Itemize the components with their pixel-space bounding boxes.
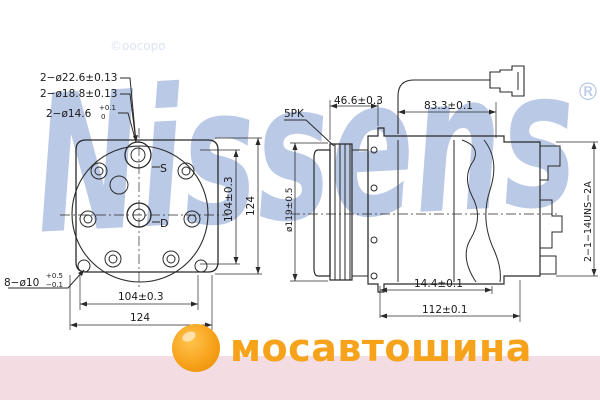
- arrow: [133, 135, 138, 142]
- pulley-dia-label: ø119±0.5: [285, 187, 295, 232]
- watermark-faint-text: ©oocopo: [110, 39, 166, 53]
- footer-band: [0, 356, 600, 400]
- side-dim-112-label: 112±0.1: [422, 304, 468, 316]
- arrow: [70, 322, 77, 328]
- arrow: [489, 109, 496, 115]
- mount-hole: [77, 259, 91, 273]
- port-d-label: D: [160, 217, 168, 230]
- front-height-inner-label: 104±0.3: [223, 176, 235, 222]
- front-body-circle: [71, 145, 209, 283]
- body-rib: [483, 139, 501, 283]
- mount-hole: [162, 250, 180, 268]
- suction-port: [124, 141, 152, 169]
- bore-label-3-tol-bottom: 0: [101, 113, 105, 121]
- mount-hole: [166, 254, 176, 264]
- boss: [109, 175, 129, 195]
- bolt: [370, 184, 378, 192]
- front-width-outer-label: 124: [130, 312, 150, 324]
- bore-label-2: 2−ø18.8±0.13: [40, 88, 117, 100]
- thread-label: 2−1−14UNS−2A: [583, 181, 594, 262]
- mount-tol-top: +0.5: [46, 272, 63, 280]
- bore-leader: [118, 112, 137, 143]
- arrow: [292, 143, 298, 150]
- mount-hole: [94, 166, 104, 176]
- side-dim-46-label: 46.6±0.3: [334, 95, 383, 107]
- mount-hole: [177, 162, 195, 180]
- port-s-label: S: [160, 162, 167, 175]
- arrow: [255, 267, 261, 274]
- front-width-inner-label: 104±0.3: [118, 291, 164, 303]
- watermark-brand: Nissens: [30, 28, 581, 277]
- mount-hole: [90, 162, 108, 180]
- bore-leader: [120, 77, 137, 143]
- side-dim-83-label: 83.3±0.1: [424, 100, 473, 112]
- mount-hole: [183, 210, 201, 228]
- bolt: [370, 236, 378, 244]
- front-height-outer-label: 124: [245, 196, 257, 216]
- bore-label-3: 2−ø14.6: [46, 108, 92, 120]
- arrow: [191, 301, 198, 307]
- arrow: [485, 287, 492, 293]
- pk-leader: [284, 119, 335, 147]
- arrow: [398, 109, 405, 115]
- arrow: [513, 313, 520, 319]
- body-section: [397, 139, 478, 283]
- mount-hole: [79, 210, 97, 228]
- mount-label: 8−ø10: [4, 277, 39, 289]
- pulley-type-label: 5PK: [284, 108, 305, 120]
- arrow: [591, 142, 597, 149]
- watermark-registered-mark: ®: [576, 78, 600, 106]
- bore-leader: [120, 93, 137, 143]
- arrow: [78, 270, 84, 276]
- mount-hole: [104, 250, 122, 268]
- mount-leader: [8, 269, 85, 289]
- mount-hole: [181, 166, 191, 176]
- clutch-wire: [397, 79, 490, 134]
- side-dim-14-label: 14.4±0.1: [414, 278, 463, 290]
- mount-hole: [108, 254, 118, 264]
- mount-hole: [194, 259, 208, 273]
- arrow: [233, 150, 239, 157]
- head-fittings: [540, 145, 563, 275]
- front-body-outline: [75, 139, 219, 273]
- bolt: [370, 272, 378, 280]
- arrow: [380, 313, 387, 319]
- logo-circle-icon: [172, 324, 220, 372]
- arrow: [80, 301, 87, 307]
- store-logo: мосавтошина: [172, 323, 532, 373]
- arrow: [255, 138, 261, 145]
- bolt: [370, 146, 378, 154]
- arrow: [380, 287, 387, 293]
- logo-wordmark: мосавтошина: [230, 326, 532, 370]
- bore-label-3-tol-top: +0.1: [99, 104, 116, 112]
- connector: [489, 65, 525, 97]
- arrow: [330, 103, 337, 109]
- arrow: [292, 274, 298, 281]
- arrow: [591, 269, 597, 276]
- mount-tol-bottom: −0.1: [46, 281, 63, 289]
- bore-label-1: 2−ø22.6±0.13: [40, 72, 117, 84]
- suction-port-inner: [130, 147, 146, 163]
- pulley: [313, 149, 331, 277]
- arrow: [371, 103, 378, 109]
- arrow: [233, 257, 239, 264]
- compressor-body: [367, 127, 541, 293]
